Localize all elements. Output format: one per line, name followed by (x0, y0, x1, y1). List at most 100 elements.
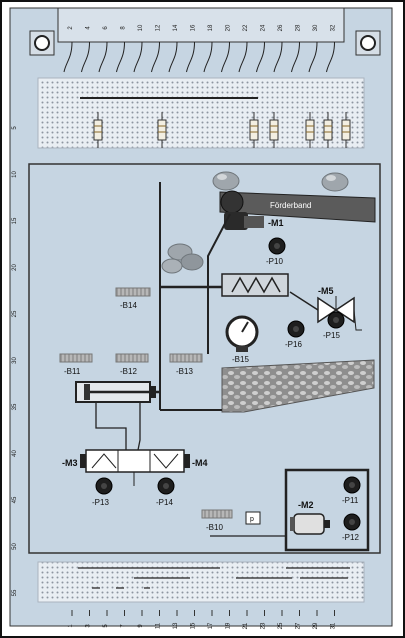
motor-m1-housing (244, 216, 264, 228)
row-scale-label: 45 (12, 496, 18, 503)
motor-m2-shaft (324, 520, 330, 528)
pressure-switch (245, 511, 261, 525)
hopper-products (161, 243, 204, 274)
row-scale-label: 55 (12, 589, 18, 596)
resistor (157, 112, 167, 148)
conveyor-feed-wire (207, 213, 231, 354)
row-scale-label: 10 (12, 171, 18, 178)
conveyor-drive-roller (220, 190, 244, 214)
lamp-p16-lens (293, 326, 299, 332)
pressure-switch-label: p (250, 516, 254, 523)
pusher-cylinder (221, 273, 289, 297)
row-scale-label: 20 (12, 264, 18, 271)
gauge-needle (241, 321, 249, 333)
top-pin-number: 14 (173, 24, 179, 31)
top-connector (57, 7, 345, 43)
resistor (269, 112, 279, 148)
pusher-spring (231, 276, 281, 294)
valve-right-arrows (153, 453, 179, 469)
row-scale-label: 40 (12, 450, 18, 457)
connector-wire (273, 41, 283, 73)
top-connector-wires (63, 41, 335, 73)
conveyor-belt (219, 191, 376, 223)
motor-m2 (293, 513, 325, 535)
connector-wire (186, 41, 195, 73)
bottom-pin-number: 9 (138, 624, 144, 628)
b12-label: -B12 (120, 367, 137, 376)
bottom-pin-number: 5 (103, 624, 109, 628)
motor-m1 (224, 212, 248, 230)
connector-wire (291, 41, 300, 73)
connector-wire (238, 41, 248, 73)
connector-wire (256, 41, 265, 73)
row-scale-label: 15 (12, 217, 18, 224)
sorting-chute (221, 359, 375, 413)
top-pin-number: 24 (261, 24, 267, 31)
top-pin-number: 30 (313, 24, 319, 31)
b13-label: -B13 (176, 367, 193, 376)
cylinder-port-a (95, 402, 127, 450)
top-pin-number: 2 (68, 26, 74, 30)
mount-screw-left (34, 35, 50, 51)
bottom-bus-lines (78, 567, 350, 589)
sensor-b11 (59, 353, 93, 363)
top-pin-number: 12 (156, 24, 162, 31)
p16-label: -P16 (285, 340, 302, 349)
sensor-b12 (115, 353, 149, 363)
bottom-pin-number: 1 (68, 624, 74, 628)
m3-label: -M3 (62, 458, 78, 468)
lamp-p14-lens (163, 483, 169, 489)
top-pin-number: 26 (278, 24, 284, 31)
m2-label: -M2 (298, 500, 314, 510)
lamp-p12-lens (349, 519, 355, 525)
top-breadboard (37, 77, 365, 149)
b14-label: -B14 (120, 301, 137, 310)
connector-wire (81, 41, 90, 73)
valve-m5-exhaust (353, 309, 362, 331)
bottom-pin-number: 23 (261, 622, 267, 629)
bottom-pin-number: 19 (226, 622, 232, 629)
cylinder-port-b (137, 402, 141, 451)
bottom-pin-number: 17 (208, 622, 214, 629)
top-pin-number: 4 (86, 26, 92, 30)
connector-wire (151, 41, 160, 73)
p14-label: -P14 (156, 498, 173, 507)
top-pin-number: 32 (331, 24, 337, 31)
product-block-2 (321, 172, 349, 192)
m4-label: -M4 (192, 458, 208, 468)
row-scale-label: 5 (12, 126, 18, 130)
product-block-1 (212, 171, 240, 191)
resistor (249, 112, 259, 148)
lamp-p15-lens (333, 317, 339, 323)
resistor-row (93, 112, 351, 148)
lamp-p13-lens (101, 483, 107, 489)
cylinder-end-cap (150, 386, 156, 398)
bottom-pin-number: 21 (243, 622, 249, 629)
p10-label: -P10 (266, 257, 283, 266)
connector-wire (221, 41, 230, 73)
resistor (305, 112, 315, 148)
gauge-mount (236, 346, 248, 352)
valve-left-arrows (91, 453, 117, 469)
connector-wire (133, 41, 143, 73)
b15-label: -B15 (232, 355, 249, 364)
valve-coil-left (80, 454, 86, 468)
directional-valve (85, 449, 185, 473)
connector-wire (326, 41, 335, 73)
resistor (93, 112, 103, 148)
sensor-b14 (115, 287, 151, 297)
m5-label: -M5 (318, 286, 334, 296)
m1-label: -M1 (268, 218, 284, 228)
valve-m5-line (289, 291, 319, 311)
top-pin-number: 18 (208, 24, 214, 31)
row-scale-label: 30 (12, 357, 18, 364)
bottom-pin-number: 3 (86, 624, 92, 628)
top-pin-number: 8 (121, 26, 127, 30)
bottom-pin-number: 31 (331, 622, 337, 629)
connector-wire (98, 41, 108, 73)
p15-label: -P15 (323, 331, 340, 340)
lamp-p10-lens (274, 243, 280, 249)
top-pin-number: 22 (243, 24, 249, 31)
